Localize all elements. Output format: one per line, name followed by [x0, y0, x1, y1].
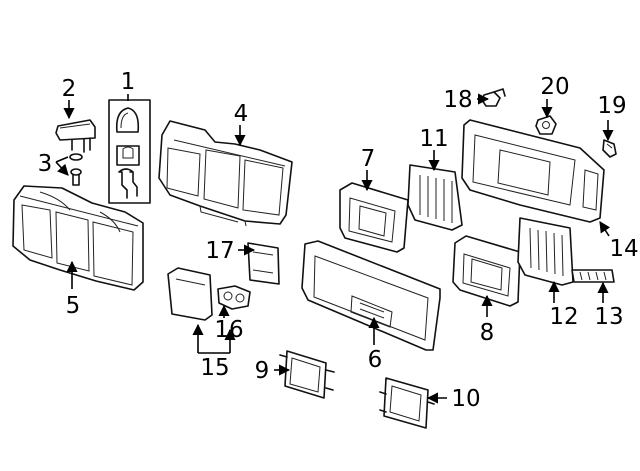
- callout-9: 9: [255, 358, 270, 384]
- leader-3: [55, 156, 68, 175]
- callout-13: 13: [594, 304, 623, 330]
- callout-5: 5: [66, 293, 81, 319]
- callout-11: 11: [419, 126, 448, 152]
- part-11-heater-element[interactable]: [407, 164, 463, 231]
- leader-14: [599, 221, 611, 237]
- callout-20: 20: [540, 74, 569, 100]
- part-1-headrest-kit[interactable]: [108, 99, 151, 204]
- part-10-module[interactable]: [379, 377, 435, 429]
- part-15-cover[interactable]: [167, 267, 213, 321]
- leader-lines: [55, 93, 614, 404]
- part-4-seat-back-frame[interactable]: [158, 120, 293, 227]
- callout-14: 14: [609, 236, 638, 262]
- callout-15: 15: [200, 355, 229, 381]
- callout-19: 19: [597, 93, 626, 119]
- part-3-hardware[interactable]: [69, 153, 83, 186]
- callout-7: 7: [361, 146, 376, 172]
- part-12-heater-element[interactable]: [517, 217, 574, 286]
- part-9-module[interactable]: [279, 350, 335, 399]
- part-5-seat-cushion[interactable]: [12, 185, 144, 291]
- callout-4: 4: [234, 101, 249, 127]
- callout-labels: 1 2 3 4 5 6 7 8 9 10 11 12 13 14 15 16 1…: [38, 69, 639, 412]
- part-14-rear-panel[interactable]: [461, 119, 605, 223]
- callout-12: 12: [549, 304, 578, 330]
- part-19-clip[interactable]: [602, 139, 617, 158]
- part-6-lower-panel[interactable]: [301, 240, 441, 351]
- part-18-clip[interactable]: [481, 88, 506, 107]
- part-16-bracket[interactable]: [217, 285, 251, 310]
- part-2-headrest[interactable]: [55, 119, 96, 153]
- part-13-grille[interactable]: [571, 269, 615, 283]
- part-7-bracket-panel[interactable]: [339, 182, 409, 253]
- callout-17: 17: [205, 238, 234, 264]
- callout-6: 6: [368, 347, 383, 373]
- callout-10: 10: [451, 386, 480, 412]
- leader-15-bracket: [197, 340, 231, 354]
- callout-3: 3: [38, 151, 53, 177]
- callout-8: 8: [480, 320, 495, 346]
- part-8-frame-panel[interactable]: [452, 235, 521, 307]
- part-17-plate[interactable]: [247, 242, 280, 285]
- callout-2: 2: [62, 76, 77, 102]
- callout-16: 16: [214, 317, 243, 343]
- part-20-fastener[interactable]: [535, 115, 557, 135]
- callout-1: 1: [121, 69, 136, 95]
- callout-18: 18: [443, 87, 472, 113]
